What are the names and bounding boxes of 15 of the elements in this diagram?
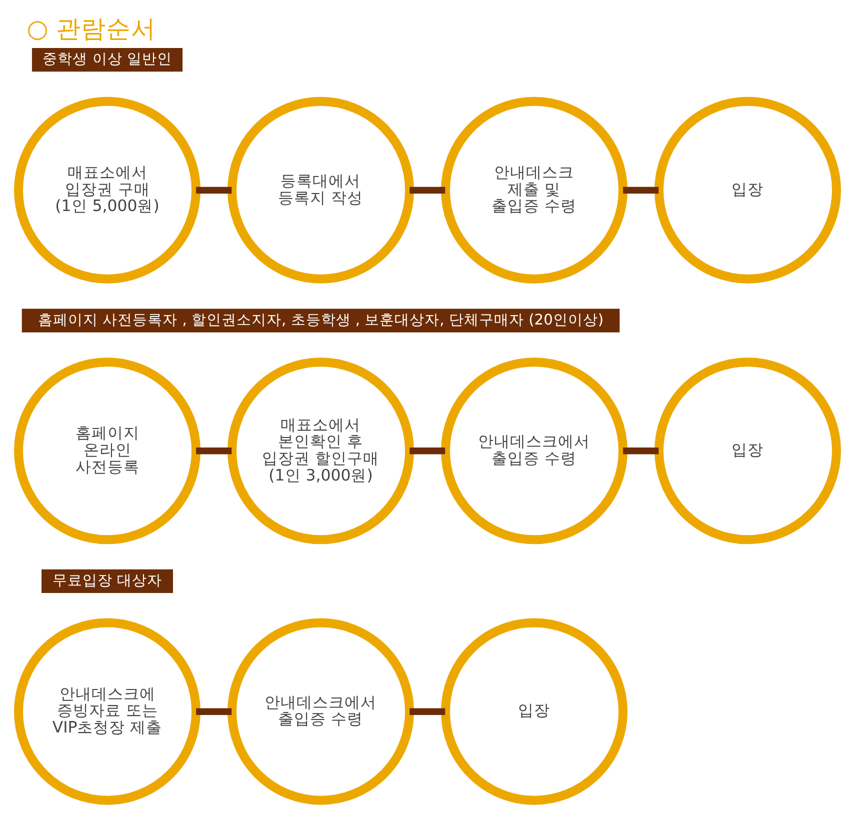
node-circle: 입장 [654, 96, 840, 284]
node-circle: 입장 [654, 358, 840, 544]
node-circle: 입장 [440, 618, 627, 805]
node-circle: 매표소에서 입장권 구매 (1인 5,000원) [14, 96, 200, 284]
node-circle: 매표소에서 본인확인 후 입장권 할인구매 (1인 3,000원) [227, 358, 414, 544]
node-circle: 홈페이지 온라인 사전등록 [14, 358, 200, 544]
node-circle: 안내데스크 제출 및 출입증 수령 [440, 96, 627, 284]
node-circle: 안내데스크에 증빙자료 또는 VIP초청장 제출 [14, 618, 200, 805]
node-box: 무료입장 대상자 [41, 569, 172, 594]
node-circle: 안내데스크에서 출입증 수령 [227, 618, 414, 805]
node-circle: 안내데스크에서 출입증 수령 [440, 358, 627, 544]
node-box: 홈페이지 사전등록자 , 할인권소지자, 초등학생 , 보훈대상자, 단체구매자 (20인이상) [21, 308, 620, 332]
node-box: 중학생 이상 일반인 [31, 48, 182, 72]
node-circle: 등록대에서 등록지 작성 [227, 96, 414, 284]
diagram-title: ○ 관람순서 [26, 14, 156, 43]
